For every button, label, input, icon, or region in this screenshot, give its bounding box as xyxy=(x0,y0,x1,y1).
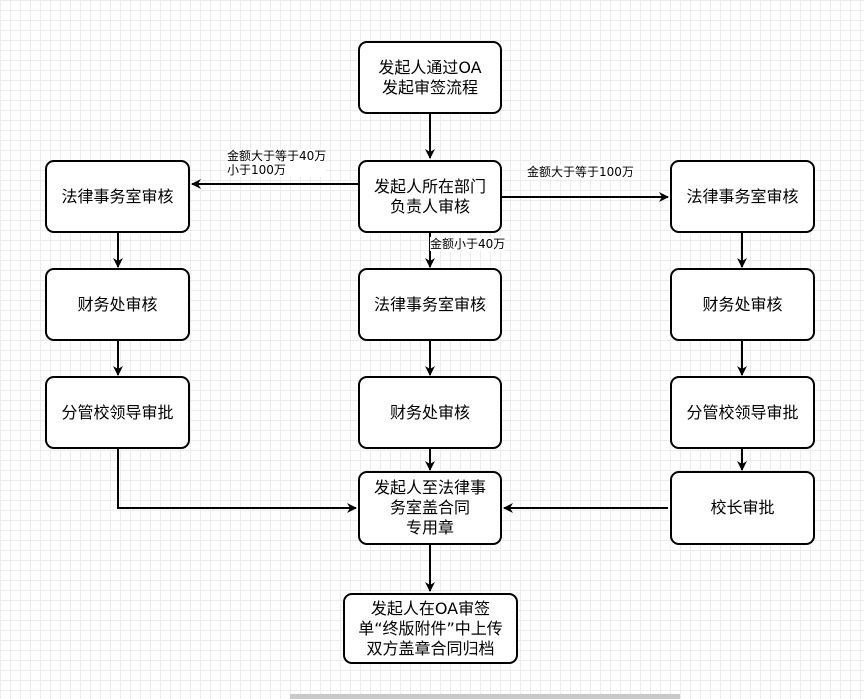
node-left-finance: 财务处审核 xyxy=(45,268,190,341)
node-left-leader: 分管校领导审批 xyxy=(45,376,190,449)
node-archive: 发起人在OA审签 单“终版附件”中上传 双方盖章合同归档 xyxy=(343,593,518,664)
node-right-finance: 财务处审核 xyxy=(670,268,815,341)
node-president: 校长审批 xyxy=(670,471,815,545)
node-right-leader: 分管校领导审批 xyxy=(670,376,815,449)
node-left-legal: 法律事务室审核 xyxy=(45,160,190,233)
node-mid-legal: 法律事务室审核 xyxy=(358,268,502,341)
node-mid-finance: 财务处审核 xyxy=(358,376,502,449)
node-dept-head: 发起人所在部门 负责人审核 xyxy=(358,160,502,233)
label-mid-condition: 金额小于40万 xyxy=(430,237,506,251)
node-start: 发起人通过OA 发起审签流程 xyxy=(358,41,502,114)
label-right-condition: 金额大于等于100万 xyxy=(527,165,634,179)
node-right-legal: 法律事务室审核 xyxy=(670,160,815,233)
horizontal-scrollbar[interactable] xyxy=(290,694,680,699)
arrow-left-leader-to-seal xyxy=(117,449,357,513)
node-seal: 发起人至法律事 务室盖合同 专用章 xyxy=(358,471,502,545)
label-left-condition: 金额大于等于40万 小于100万 xyxy=(227,149,327,177)
